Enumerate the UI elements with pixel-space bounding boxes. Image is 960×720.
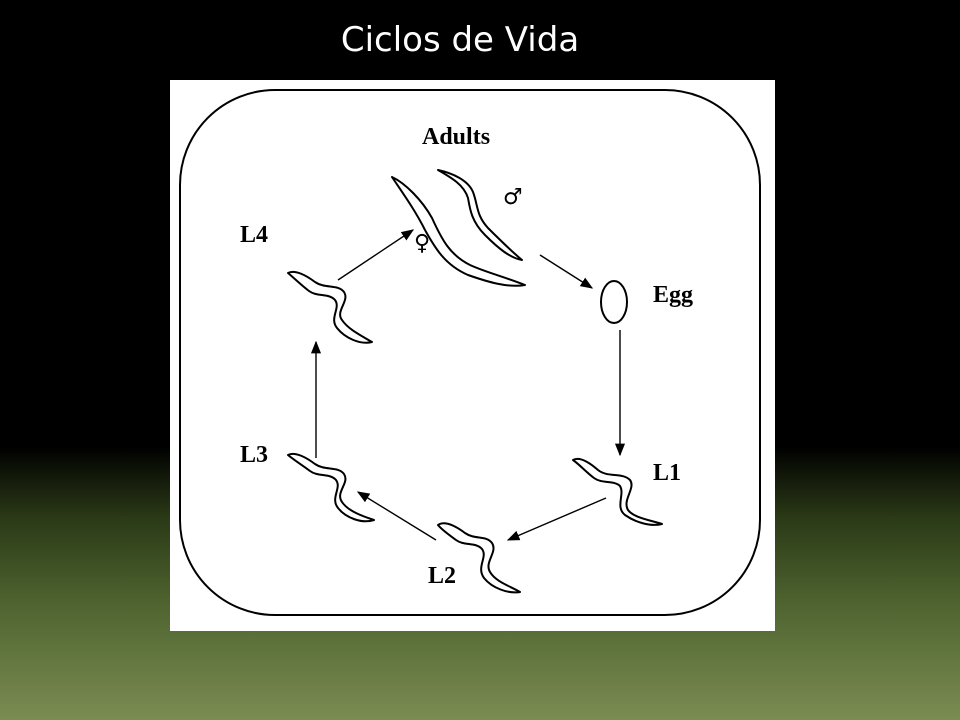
label-l1: L1 [653, 460, 681, 486]
arrow-adults-to-egg [539, 254, 594, 289]
label-l3: L3 [240, 442, 268, 468]
female-symbol-icon: ♀ [414, 231, 430, 256]
label-egg: Egg [653, 282, 693, 308]
male-symbol-icon: ♂ [503, 185, 523, 210]
arrow-l2-to-l3 [356, 491, 437, 541]
life-cycle-diagram: Adults Egg L1 L2 L3 L4 ♂ ♀ [179, 89, 761, 616]
l3-larva-worm [287, 452, 375, 523]
life-cycle-figure: Adults Egg L1 L2 L3 L4 ♂ ♀ [170, 80, 775, 631]
egg-shape [600, 280, 628, 324]
l2-larva-worm [437, 522, 521, 594]
arrow-l1-to-l2 [506, 497, 607, 541]
label-l2: L2 [428, 563, 456, 589]
cycle-border [179, 89, 761, 616]
label-l4: L4 [240, 222, 268, 248]
l1-larva-worm [572, 457, 663, 526]
label-adults: Adults [422, 124, 490, 150]
slide-title-text: Ciclos de Vida [340, 20, 580, 60]
adult-female-worm [391, 176, 526, 287]
l4-larva-worm [287, 270, 373, 344]
adult-male-worm [437, 169, 523, 261]
slide-title: Ciclos de Vida [0, 20, 920, 60]
arrow-l4-to-adults [337, 229, 415, 281]
